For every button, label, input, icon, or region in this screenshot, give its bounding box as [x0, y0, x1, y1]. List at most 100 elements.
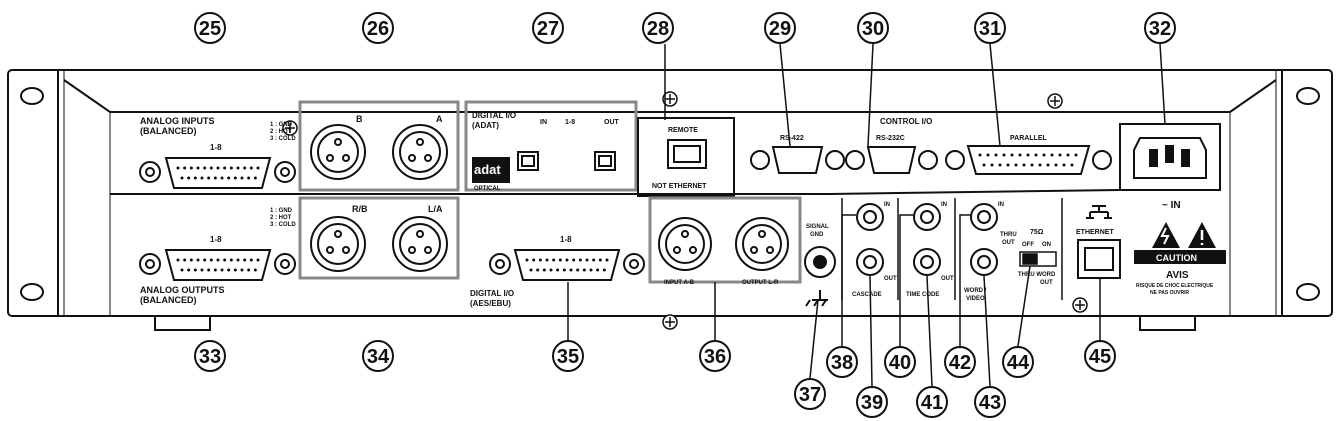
db25-pins: [176, 258, 260, 272]
xlr-input-b: [310, 124, 366, 180]
analog-inputs-label: ANALOG INPUTS: [140, 116, 215, 126]
timecode-in-label: IN: [941, 202, 947, 208]
callout-number-c25: 25: [199, 18, 221, 40]
pin-hot-label-bottom: 2 : HOT: [270, 215, 292, 221]
network-icon: [1086, 205, 1112, 219]
ethernet-port: [1077, 205, 1121, 279]
adat-range-label: 1-8: [565, 119, 575, 126]
digital-io-adat-label: DIGITAL I/O: [472, 111, 516, 120]
callout-number-c40: 40: [889, 352, 911, 374]
lightning-icon: [1160, 227, 1170, 245]
callout-number-c42: 42: [949, 352, 971, 374]
xlr-a-label: A: [436, 114, 443, 124]
callout-number-c43: 43: [979, 392, 1001, 414]
rs422-port: [750, 146, 845, 174]
callout-circle-c38: [826, 346, 858, 378]
on-label: ON: [1042, 242, 1051, 248]
thru-word-label: THRU WORD: [1018, 272, 1056, 278]
pin-hot-label-top: 2 : HOT: [270, 129, 292, 135]
callout-circle-c33: [194, 340, 226, 372]
signal-label: SIGNAL: [806, 224, 829, 230]
rs422-label: RS-422: [780, 135, 804, 142]
callout-circle-c36: [699, 340, 731, 372]
word-thru-out-bnc: [970, 248, 998, 276]
remote-label: REMOTE: [668, 127, 698, 134]
rs232c-port: [845, 146, 938, 174]
leader-line-c30: [867, 43, 874, 147]
thru-label: THRU: [1000, 232, 1017, 238]
callout-number-c31: 31: [979, 18, 1001, 40]
adat-logo: [472, 157, 510, 183]
adat-panel: [464, 100, 638, 192]
callout-circle-c34: [362, 340, 394, 372]
pin-gnd-label-top: 1 : GND: [270, 122, 293, 128]
word-in-bnc: [970, 203, 998, 231]
xlr-b-label: B: [356, 114, 363, 124]
word-out-label: OUT: [1040, 280, 1053, 286]
xlr-input-a: [392, 124, 448, 180]
db25-pins: [176, 166, 260, 180]
timecode-in-bnc: [913, 203, 941, 231]
xlr-rb-label: R/B: [352, 204, 368, 214]
pin-gnd-label-bottom: 1 : GND: [270, 208, 293, 214]
ac-in-label: ~ IN: [1162, 200, 1181, 211]
digital-io-aes-label: DIGITAL I/O: [470, 289, 514, 298]
callout-number-c37: 37: [799, 384, 821, 406]
rack-hole-bottom-left: [20, 283, 44, 301]
callout-number-c38: 38: [831, 352, 853, 374]
callout-circle-c37: [794, 378, 826, 410]
cascade-out-bnc: [856, 248, 884, 276]
cascade-label: CASCADE: [852, 292, 882, 298]
word-label: WORD /: [964, 288, 987, 294]
callout-number-c27: 27: [537, 18, 559, 40]
leader-line-c44: [1017, 265, 1031, 347]
db25-pins: [978, 153, 1078, 167]
thru-out-label: OUT: [1002, 240, 1015, 246]
analog-outputs-balanced-label: (BALANCED): [140, 295, 197, 305]
avis-text: AVIS: [1166, 270, 1189, 281]
adat-in-label: IN: [540, 119, 547, 126]
analog-outputs-range-label: 1-8: [210, 235, 222, 244]
callout-number-c28: 28: [647, 18, 669, 40]
leader-line-c38: [841, 214, 856, 346]
leader-line-c43: [983, 275, 991, 387]
input-ab-label: INPUT A-B: [664, 280, 695, 286]
aes-xlr-panel: [648, 196, 802, 284]
word-in-label: IN: [998, 202, 1004, 208]
callout-circle-c29: [764, 12, 796, 44]
callout-number-c41: 41: [921, 392, 943, 414]
not-ethernet-label: NOT ETHERNET: [652, 183, 707, 190]
optical-out-port: [594, 151, 616, 171]
callout-circle-c32: [1144, 12, 1176, 44]
callout-circle-c25: [194, 12, 226, 44]
callout-circle-c41: [916, 386, 948, 418]
rack-hole-top-left: [20, 87, 44, 105]
analog-inputs-balanced-label: (BALANCED): [140, 126, 197, 136]
callout-number-c36: 36: [704, 346, 726, 368]
leader-line-c32: [1159, 43, 1166, 125]
control-io-label: CONTROL I/O: [880, 117, 932, 126]
foot-right: [1139, 315, 1196, 331]
callout-circle-c27: [532, 12, 564, 44]
screws: [282, 91, 1088, 330]
callout-circle-c31: [974, 12, 1006, 44]
cascade-in-bnc: [856, 203, 884, 231]
callout-number-c33: 33: [199, 346, 221, 368]
ac-inlet: [1119, 123, 1221, 191]
xlr-inputs-panel: [298, 100, 460, 192]
leader-line-c37: [809, 299, 819, 379]
callout-circle-c40: [884, 346, 916, 378]
screw-icon: [662, 314, 678, 330]
screw-icon: [1072, 297, 1088, 313]
callout-circle-c28: [642, 12, 674, 44]
screw-icon: [1047, 93, 1063, 109]
foot-left: [154, 315, 211, 331]
ethernet-label: ETHERNET: [1076, 229, 1114, 236]
timecode-out-label: OUT: [941, 276, 954, 282]
callout-circle-c44: [1002, 346, 1034, 378]
leader-line-c29: [779, 43, 791, 147]
leader-line-c40: [899, 214, 914, 346]
body-top-bevel: [63, 79, 1277, 113]
